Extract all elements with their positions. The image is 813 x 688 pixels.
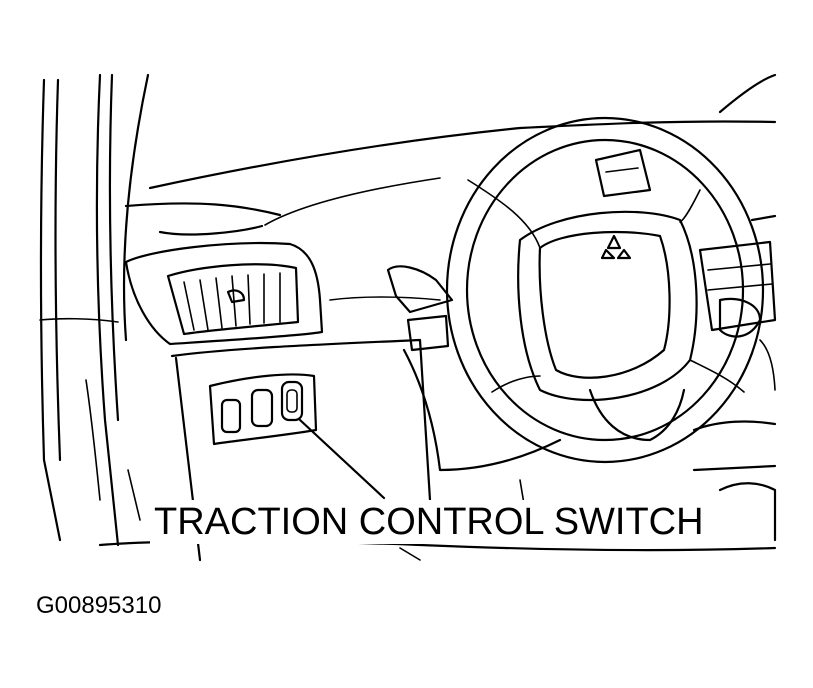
callout-label: TRACTION CONTROL SWITCH xyxy=(150,500,708,544)
callout-leader-line xyxy=(298,418,386,500)
switch-panel xyxy=(170,338,432,562)
figure-id: G00895310 xyxy=(36,592,162,619)
switch-middle xyxy=(250,388,274,428)
air-vent xyxy=(124,242,324,346)
traction-control-switch xyxy=(280,380,304,422)
mitsubishi-logo xyxy=(606,234,622,250)
a-pillar xyxy=(39,73,150,547)
right-console xyxy=(594,148,777,542)
steering-column xyxy=(329,265,562,472)
steering-wheel xyxy=(445,116,765,464)
dashboard-top xyxy=(124,73,777,236)
switch-left xyxy=(220,398,242,434)
